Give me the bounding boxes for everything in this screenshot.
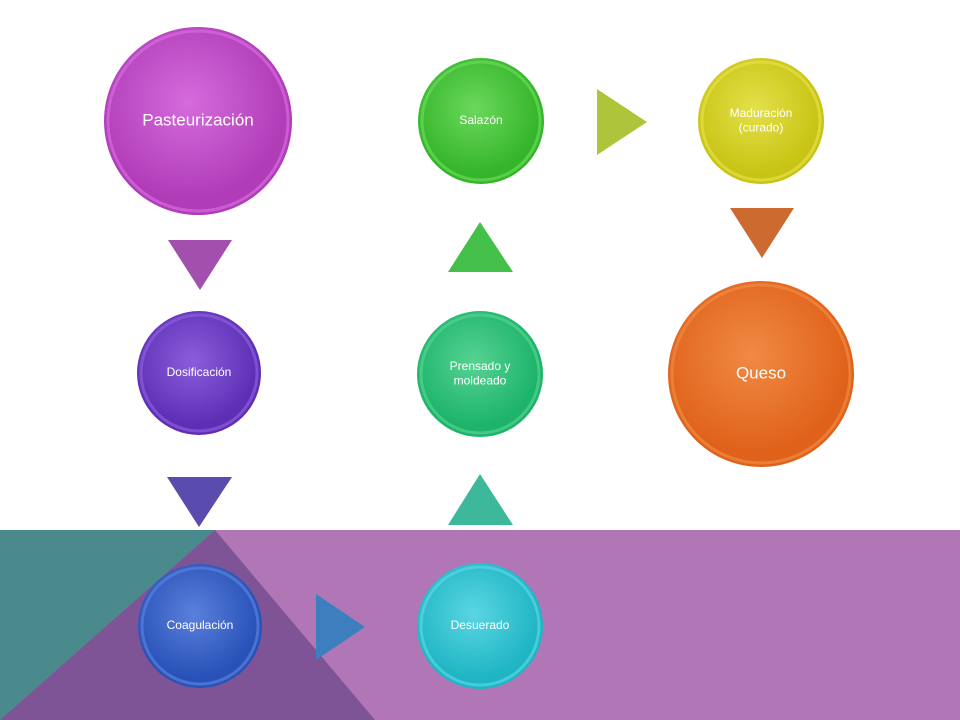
node-ring (420, 60, 542, 182)
node-dosificacion: Dosificación (137, 311, 261, 435)
node-ring (700, 60, 822, 182)
node-label: (curado) (739, 120, 784, 134)
arrow-prensado-to-salazon-icon (448, 222, 513, 272)
arrow-maduracion-to-queso-icon (730, 208, 794, 258)
arrow-pasteurizacion-to-dosificacion-icon (168, 240, 232, 290)
node-desuerado: Desuerado (417, 563, 543, 689)
node-circle (417, 563, 543, 689)
node-circle (104, 27, 292, 215)
node-circle (137, 311, 261, 435)
node-ring (140, 566, 260, 686)
arrow-salazon-to-maduracion-icon (597, 89, 647, 155)
node-label: Dosificación (167, 365, 232, 379)
node-circle (417, 311, 543, 437)
node-ring (419, 313, 541, 435)
node-label: Prensado y (450, 359, 511, 373)
node-ring (670, 283, 852, 465)
node-circle (668, 281, 854, 467)
arrow-coagulacion-to-desuerado-icon (316, 594, 365, 660)
node-circle (138, 564, 262, 688)
node-pasteurizacion: Pasteurización (104, 27, 292, 215)
node-label: moldeado (454, 373, 507, 387)
node-ring (419, 565, 541, 687)
node-circle (698, 58, 824, 184)
node-salazon: Salazón (418, 58, 544, 184)
node-label: Coagulación (167, 618, 234, 632)
arrow-desuerado-to-prensado-icon (448, 474, 513, 525)
node-ring (106, 29, 290, 213)
arrow-dosificacion-to-coagulacion-icon (167, 477, 232, 527)
node-circle (418, 58, 544, 184)
node-label: Queso (736, 363, 786, 382)
node-label: Maduración (730, 106, 793, 120)
node-label: Desuerado (451, 618, 510, 632)
node-maduracion: Maduración(curado) (698, 58, 824, 184)
node-label: Salazón (459, 113, 502, 127)
connector-layer (167, 89, 794, 660)
node-coagulacion: Coagulación (138, 564, 262, 688)
node-label: Pasteurización (142, 110, 254, 129)
node-queso: Queso (668, 281, 854, 467)
node-ring (139, 313, 259, 433)
